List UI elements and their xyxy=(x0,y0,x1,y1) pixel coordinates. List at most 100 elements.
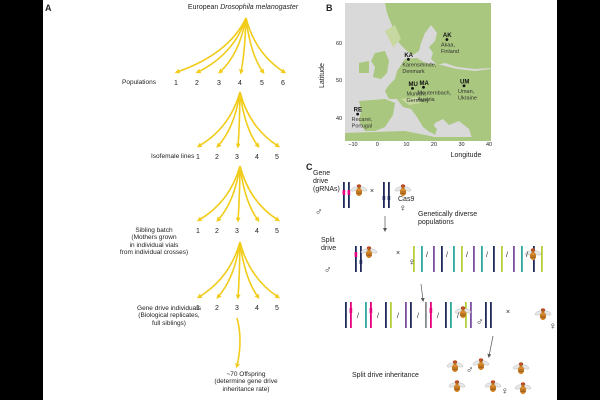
gene-drive-fly-male xyxy=(350,184,368,197)
diverse-chromosome-9 xyxy=(493,246,495,272)
row-1-number-1: 1 xyxy=(174,80,178,87)
map-land-italy xyxy=(413,107,437,135)
offspring-fly-6 xyxy=(514,381,532,395)
map-land-iberia xyxy=(359,99,395,131)
cross-row-male-symbol: ♂ xyxy=(476,317,484,328)
fan-arrow-4-5 xyxy=(239,241,281,299)
fan-arrow-1-6 xyxy=(245,17,287,74)
row-4-number-3: 3 xyxy=(235,305,239,312)
map-x-tick-0: 0 xyxy=(375,142,379,148)
split-drive-fly-male xyxy=(360,246,378,259)
diverse-chromosome-1 xyxy=(413,246,415,272)
separator-slash-1: / xyxy=(426,252,428,259)
site-code-ak: AK xyxy=(443,33,452,39)
map-scandes xyxy=(385,25,401,47)
fan-arrow-2-1 xyxy=(196,91,241,148)
split-drive-label: Split drive xyxy=(321,237,337,253)
map-y-axis-label: Latitude xyxy=(319,63,326,88)
europe-map: AKAkaa,FinlandKAKarensminde,DenmarkMUMun… xyxy=(345,3,491,141)
panel-a-title-species: Drosophila melanogaster xyxy=(220,4,299,11)
site-dot-um xyxy=(462,84,466,88)
map-land-britain xyxy=(371,51,389,79)
split-drive-chromosomes xyxy=(354,246,363,272)
cross-chromosome-7-2 xyxy=(470,302,472,328)
fan-arrow-1-3 xyxy=(218,17,247,74)
panel-a-label: A xyxy=(45,3,52,13)
diverse-chromosome-8 xyxy=(481,246,483,272)
site-code-um: UM xyxy=(460,79,469,85)
arrow-to-crosses xyxy=(420,283,425,302)
row-label-sibling-batch: Sibling batch (Mothers grown in individu… xyxy=(119,227,189,257)
row-3-number-3: 3 xyxy=(235,228,239,235)
diverse-chromosome-2 xyxy=(421,246,423,272)
diverse-chromosome-10 xyxy=(501,246,503,272)
site-place-um-1: Uman, xyxy=(458,89,475,95)
row-4-number-5: 5 xyxy=(275,305,279,312)
site-place-ma-2: Austria xyxy=(418,97,436,103)
cross-chromosome-6-1 xyxy=(445,302,447,328)
cross-chromosome-1-1 xyxy=(345,302,347,328)
offspring-female-symbol: ♀ xyxy=(501,386,509,397)
gene-drive-chromosomes xyxy=(342,182,351,208)
map-land-north xyxy=(385,3,491,69)
fan-arrow-1-2 xyxy=(195,17,247,74)
separator-slash-7: / xyxy=(357,313,359,320)
diverse-chromosome-3 xyxy=(433,246,435,272)
map-y-tick-60: 60 xyxy=(336,41,343,48)
arrow-to-inheritance xyxy=(487,335,494,358)
separator-slash-3: / xyxy=(466,252,468,259)
split-drive-inheritance-label: Split drive inheritance xyxy=(352,372,419,379)
fan-arrow-2-5 xyxy=(239,91,281,148)
site-dot-mu xyxy=(411,87,414,90)
map-x-tick-20: 20 xyxy=(430,142,438,148)
diverse-chromosome-4 xyxy=(441,246,443,272)
fan-arrow-4-1 xyxy=(196,241,241,299)
diverse-populations-label: Genetically diverse populations xyxy=(418,211,478,227)
site-place-ka-2: Denmark xyxy=(402,69,425,75)
cross-symbol-3: × xyxy=(506,309,511,316)
diverse-chromosome-5 xyxy=(453,246,455,272)
offspring-fly-3 xyxy=(512,361,530,375)
fan-arrow-2-3 xyxy=(235,91,241,149)
fan-arrow-4-4 xyxy=(239,241,260,300)
map-land-continent xyxy=(385,58,491,141)
separator-slash-6: / xyxy=(526,252,528,259)
row-1-number-2: 2 xyxy=(195,80,199,87)
row-label-gene-drive-individuals: Gene drive individuals (Biological repli… xyxy=(137,305,201,327)
cross-chromosome-8-1 xyxy=(485,302,487,328)
site-place-ak-2: Finland xyxy=(441,49,459,55)
offspring-fly-5 xyxy=(484,379,502,393)
row-4-number-1: 1 xyxy=(196,305,200,312)
map-alps xyxy=(401,97,421,105)
row-1-number-4: 4 xyxy=(238,80,242,87)
row-3-number-5: 5 xyxy=(275,228,279,235)
cross-chromosome-marker-2 xyxy=(369,308,373,313)
site-code-ma: MA xyxy=(420,81,430,87)
offspring-label: ~70 Offspring (determine gene drive inhe… xyxy=(214,371,278,393)
map-x-tick--10: −10 xyxy=(348,142,358,148)
map-x-tick-10: 10 xyxy=(403,142,410,148)
fan-arrow-1-4 xyxy=(239,17,247,75)
separator-slash-2: / xyxy=(446,252,448,259)
offspring-fly-4 xyxy=(448,379,466,393)
site-place-re-1: Recarei, xyxy=(352,117,373,123)
offspring-male-symbol: ♂ xyxy=(466,365,474,376)
panel-a-title-prefix: European xyxy=(187,4,221,11)
gene-drive-label: Gene drive (gRNAs) xyxy=(313,170,340,194)
fan-arrow-4-2 xyxy=(216,241,241,299)
map-x-tick-30: 30 xyxy=(458,142,465,148)
fan-arrow-1-1 xyxy=(174,17,247,74)
diverse-chromosome-7 xyxy=(473,246,475,272)
cross-chromosome-5-1 xyxy=(425,302,427,328)
site-place-ma-1: Mauternbach, xyxy=(418,90,452,96)
site-dot-ka xyxy=(406,57,410,61)
fan-arrow-4-3 xyxy=(235,241,241,300)
cross-chromosome-8-2 xyxy=(490,302,492,328)
row-1-number-3: 3 xyxy=(217,80,221,87)
fan-arrow-2-4 xyxy=(239,91,260,148)
row-2-number-2: 2 xyxy=(215,154,219,161)
cross-symbol-1: × xyxy=(370,188,375,195)
cross-chromosome-4-2 xyxy=(410,302,412,328)
site-code-re: RE xyxy=(354,108,362,114)
panel-c-graphic xyxy=(342,182,552,395)
